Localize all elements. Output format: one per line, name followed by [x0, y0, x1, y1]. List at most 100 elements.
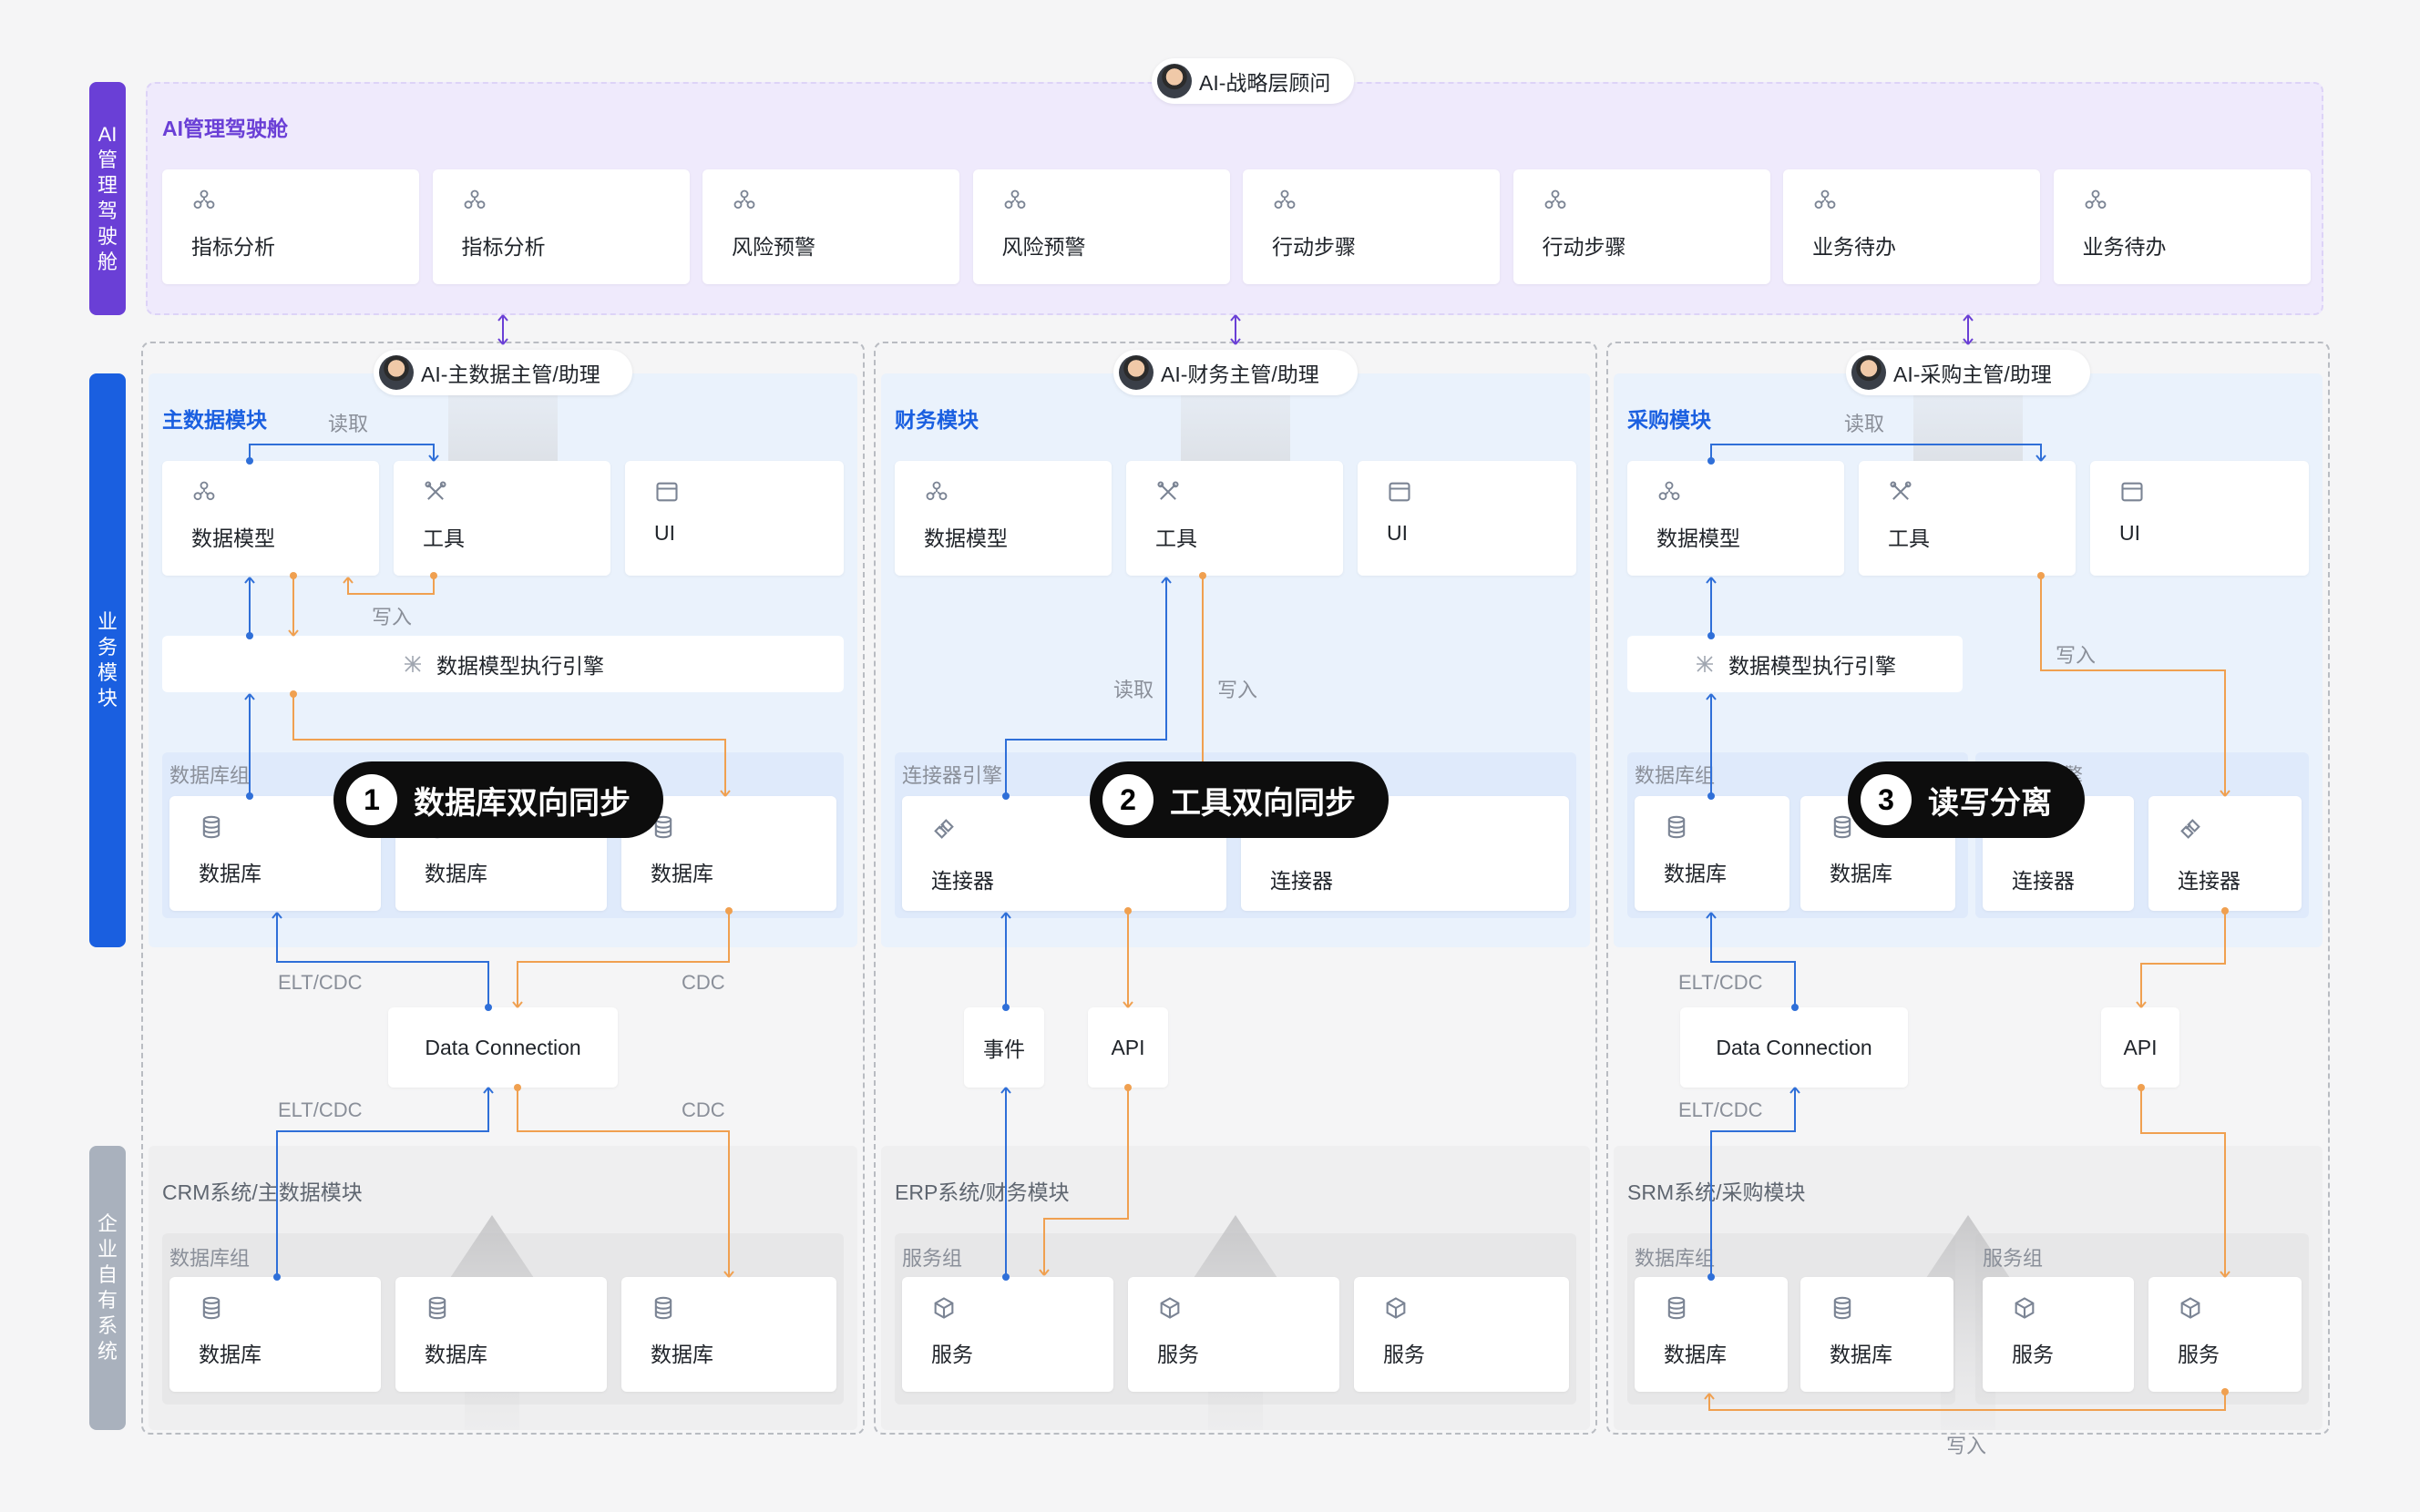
card-label: 服务	[931, 1343, 973, 1366]
write-label: 写入	[1946, 1435, 1987, 1457]
cockpit-card[interactable]: 业务待办	[2053, 169, 2311, 284]
cockpit-title: AI管理驾驶舱	[162, 117, 288, 140]
cube-icon	[1656, 479, 1682, 505]
card-label: 行动步骤	[1272, 235, 1356, 259]
card-ui[interactable]: UI	[1358, 461, 1576, 576]
avatar	[1851, 355, 1886, 390]
avatar	[1157, 64, 1192, 98]
group-label: 数据库组	[169, 764, 251, 787]
card-label: 数据库	[425, 1343, 487, 1366]
card-label: 风险预警	[732, 235, 815, 259]
network-icon	[1002, 188, 1028, 213]
service-card[interactable]: 服务	[1354, 1277, 1569, 1392]
cockpit-card[interactable]: 业务待办	[1783, 169, 2040, 284]
system-title: SRM系统/采购模块	[1627, 1180, 1806, 1204]
read-label: 读取	[328, 413, 369, 435]
card-label: 业务待办	[2082, 235, 2167, 259]
card-data-model[interactable]: 数据模型	[895, 461, 1112, 576]
card-label: 数据库	[199, 1343, 261, 1366]
database-icon	[199, 1295, 224, 1321]
finance-assistant-pill[interactable]: AI-财务主管/助理	[1113, 350, 1358, 395]
read-label: 读取	[1844, 413, 1885, 435]
cube-icon	[191, 479, 217, 505]
connector-card[interactable]: 连接器	[2148, 796, 2302, 911]
cockpit-card[interactable]: 风险预警	[972, 169, 1230, 284]
database-icon	[651, 1295, 676, 1321]
data-model-engine[interactable]: 数据模型执行引擎	[1627, 636, 1963, 692]
group-label: 服务组	[902, 1247, 963, 1270]
service-card[interactable]: 服务	[902, 1277, 1113, 1392]
cube-icon	[191, 188, 217, 213]
service-card[interactable]: 服务	[2148, 1277, 2302, 1392]
card-label: 风险预警	[1001, 235, 1086, 259]
data-connection-node[interactable]: Data Connection	[388, 1007, 618, 1088]
cockpit-card[interactable]: 行动步骤	[1243, 169, 1500, 284]
card-label: 连接器	[931, 869, 994, 893]
elt-cdc-label: ELT/CDC	[278, 1098, 363, 1121]
card-label: 指标分析	[191, 235, 275, 259]
card-data-model[interactable]: 数据模型	[1627, 461, 1844, 576]
window-icon	[2119, 479, 2145, 505]
card-label: 服务	[2012, 1343, 2054, 1366]
api-node[interactable]: API	[1088, 1007, 1168, 1088]
tools-icon	[423, 479, 448, 505]
card-tools[interactable]: 工具	[1126, 461, 1343, 576]
cockpit-card[interactable]: 指标分析	[162, 169, 419, 284]
card-tools[interactable]: 工具	[394, 461, 610, 576]
top-advisor-pill[interactable]: AI-战略层顾问	[1152, 58, 1354, 104]
service-card[interactable]: 服务	[1983, 1277, 2134, 1392]
database-icon	[199, 814, 224, 840]
system-database-card[interactable]: 数据库	[169, 1277, 381, 1392]
window-icon	[1387, 479, 1412, 505]
card-label: 数据库	[425, 862, 487, 885]
network-icon	[462, 188, 487, 213]
cockpit-card[interactable]: 风险预警	[702, 169, 959, 284]
assistant-label: AI-财务主管/助理	[1161, 363, 1319, 386]
card-ui[interactable]: UI	[625, 461, 844, 576]
cockpit-card[interactable]: 指标分析	[432, 169, 690, 284]
system-database-card[interactable]: 数据库	[395, 1277, 607, 1392]
read-label: 读取	[1113, 679, 1154, 701]
card-label: 工具	[423, 526, 465, 550]
card-tools[interactable]: 工具	[1859, 461, 2076, 576]
group-label: 数据库组	[169, 1247, 251, 1270]
badge-db-sync: 1 数据库双向同步	[333, 761, 663, 838]
card-ui[interactable]: UI	[2090, 461, 2309, 576]
card-label: UI	[654, 521, 675, 545]
procurement-assistant-pill[interactable]: AI-采购主管/助理	[1846, 350, 2090, 395]
badge-read-write-split: 3 读写分离	[1848, 761, 2085, 838]
card-data-model[interactable]: 数据模型	[162, 461, 379, 576]
badge-number: 3	[1861, 774, 1912, 825]
api-node[interactable]: API	[2101, 1007, 2179, 1088]
event-node[interactable]: 事件	[964, 1007, 1044, 1088]
data-connection-node[interactable]: Data Connection	[1680, 1007, 1908, 1088]
badge-text: 工具双向同步	[1170, 785, 1356, 821]
sidebar-business: 业务模块	[89, 373, 126, 947]
database-icon	[425, 1295, 450, 1321]
assistant-label: AI-采购主管/助理	[1893, 363, 2052, 386]
cube-icon	[1272, 188, 1297, 213]
write-label: 写入	[2056, 644, 2097, 667]
data-model-engine[interactable]: 数据模型执行引擎	[162, 636, 844, 692]
card-label: 数据库	[1664, 862, 1727, 885]
service-icon	[1383, 1295, 1409, 1321]
database-icon	[1830, 814, 1855, 840]
elt-cdc-label: ELT/CDC	[1678, 971, 1763, 994]
window-icon	[654, 479, 680, 505]
engine-label: 数据模型执行引擎	[436, 654, 604, 678]
database-card[interactable]: 数据库	[1635, 796, 1789, 911]
system-database-card[interactable]: 数据库	[1800, 1277, 1953, 1392]
card-label: 数据库	[199, 862, 261, 885]
master-data-assistant-pill[interactable]: AI-主数据主管/助理	[374, 350, 632, 395]
system-database-card[interactable]: 数据库	[1635, 1277, 1788, 1392]
card-label: 数据库	[651, 1343, 713, 1366]
group-label: 数据库组	[1635, 764, 1716, 787]
group-label: 数据库组	[1635, 1247, 1716, 1270]
system-database-card[interactable]: 数据库	[621, 1277, 836, 1392]
service-card[interactable]: 服务	[1128, 1277, 1339, 1392]
cockpit-card[interactable]: 行动步骤	[1512, 169, 1770, 284]
database-icon	[1830, 1295, 1855, 1321]
cube-icon	[924, 479, 949, 505]
avatar	[379, 355, 414, 390]
cdc-label: CDC	[682, 971, 725, 994]
